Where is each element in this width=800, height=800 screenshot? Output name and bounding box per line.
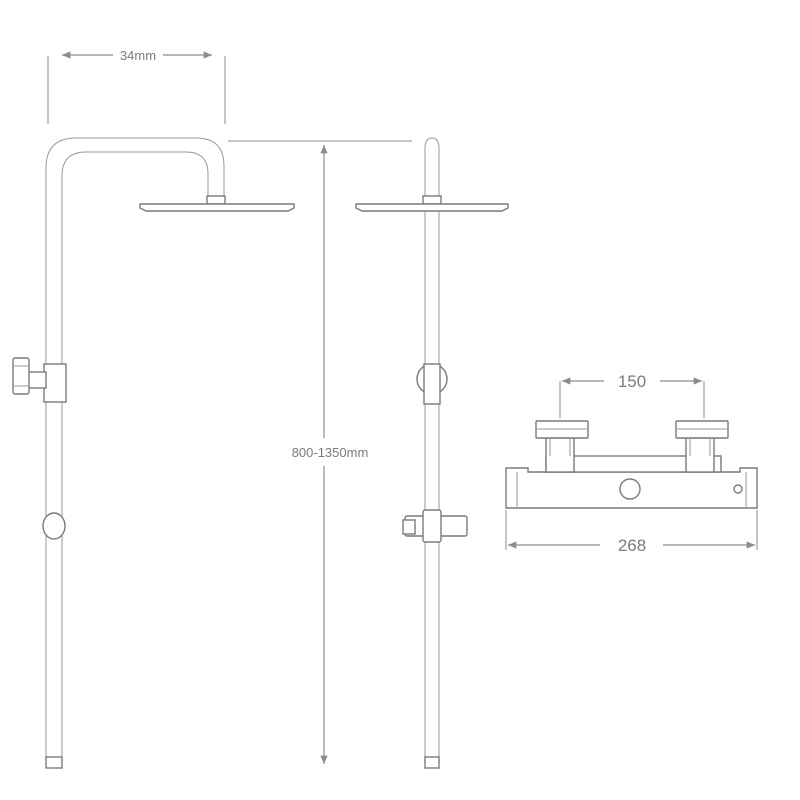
front-diverter-stem xyxy=(27,371,47,389)
valve-centres-label: 150 xyxy=(618,372,646,391)
side-bottom-cap xyxy=(424,756,440,769)
dimension-valve-length: 268 xyxy=(505,510,758,555)
front-view xyxy=(12,137,295,769)
front-diverter-knob xyxy=(12,357,30,395)
valve-length-label: 268 xyxy=(618,536,646,555)
front-diverter-block xyxy=(43,363,67,403)
thermostatic-valve xyxy=(505,420,758,509)
front-head-connector xyxy=(206,195,226,205)
front-riser-inner xyxy=(61,151,209,768)
dimension-valve-centres: 150 xyxy=(559,372,705,418)
front-shower-head xyxy=(139,203,295,212)
side-bracket-body xyxy=(422,509,442,543)
valve-outlet xyxy=(619,478,641,500)
height-range-label: 800-1350mm xyxy=(292,445,369,460)
side-bracket-clip xyxy=(402,519,416,535)
front-riser-outer xyxy=(45,137,225,768)
left-inlet-stem xyxy=(545,437,575,473)
front-bottom-cap xyxy=(45,756,63,769)
side-view xyxy=(355,137,509,769)
right-inlet-stem xyxy=(685,437,715,473)
valve-screw xyxy=(733,484,743,494)
side-diverter-body xyxy=(423,363,441,405)
dimension-head-width: 34mm xyxy=(47,48,226,124)
front-adjust-collar xyxy=(42,512,66,540)
head-width-label: 34mm xyxy=(120,48,156,63)
side-head-connector xyxy=(422,195,442,205)
dimension-height: 800-1350mm xyxy=(228,140,412,764)
side-riser xyxy=(424,137,440,768)
side-shower-head xyxy=(355,203,509,212)
